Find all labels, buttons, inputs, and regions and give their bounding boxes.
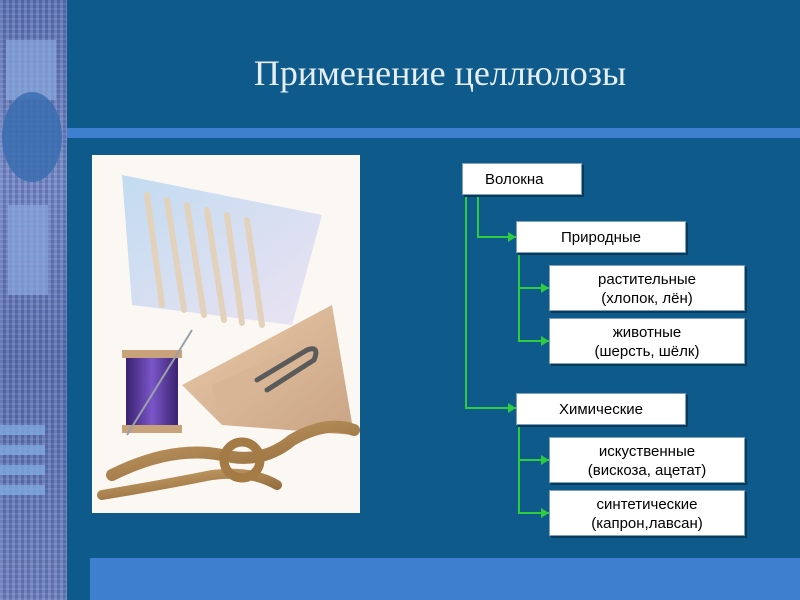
node-chemical-label: Химические <box>558 401 644 418</box>
node-animal-fibers-title: животные <box>612 324 682 341</box>
strip-bar <box>0 485 45 495</box>
strip-block <box>6 40 56 100</box>
strip-bar <box>0 425 45 435</box>
strip-bar <box>0 465 45 475</box>
textiles-photo <box>92 155 360 513</box>
node-plant-fibers-examples: (хлопок, лён) <box>601 290 693 307</box>
strip-bar <box>0 445 45 455</box>
title-underline <box>67 128 800 138</box>
node-natural-label: Природные <box>560 229 642 246</box>
slide-title: Применение целлюлозы <box>253 53 627 93</box>
decorative-side-strip <box>0 0 67 600</box>
node-animal-fibers-examples: (шерсть, шёлк) <box>594 343 700 360</box>
node-chemical: Химические <box>516 393 686 425</box>
node-animal-fibers: животные (шерсть, шёлк) <box>549 318 745 364</box>
bottom-band <box>90 558 800 600</box>
node-synthetic-fibers-examples: (капрон,лавсан) <box>591 515 703 532</box>
node-fibers-label: Волокна <box>485 171 544 188</box>
node-plant-fibers-title: растительные <box>598 271 696 288</box>
textiles-illustration <box>92 155 360 513</box>
node-fibers: Волокна <box>462 163 582 195</box>
strip-block <box>8 205 48 295</box>
node-natural: Природные <box>516 221 686 253</box>
node-artificial-fibers-title: искуственные <box>598 443 696 460</box>
node-artificial-fibers: искуственные (вискоза, ацетат) <box>549 437 745 483</box>
node-artificial-fibers-examples: (вискоза, ацетат) <box>587 462 707 479</box>
node-synthetic-fibers-title: синтетические <box>596 496 698 513</box>
strip-circle <box>2 92 62 182</box>
node-plant-fibers: растительные (хлопок, лён) <box>549 265 745 311</box>
node-synthetic-fibers: синтетические (капрон,лавсан) <box>549 490 745 536</box>
